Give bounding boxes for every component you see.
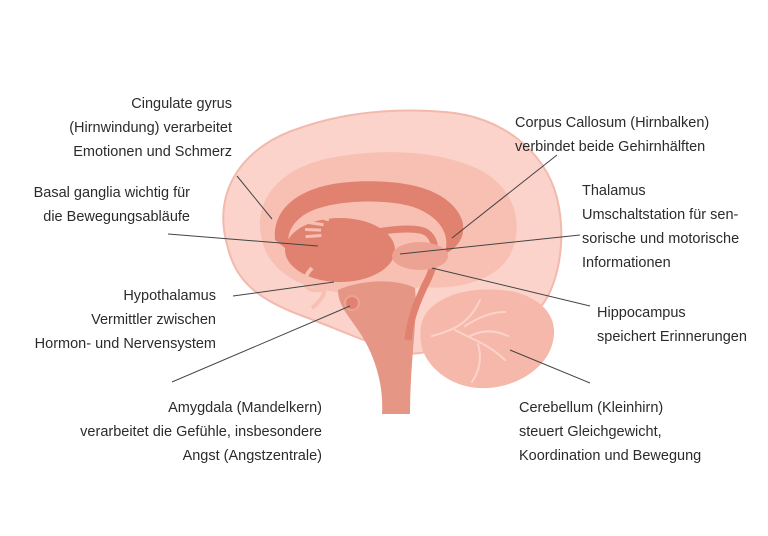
label-thalamus-line3: sorische und motorische: [582, 227, 762, 251]
label-hypothalamus-line1: Hypothalamus: [5, 284, 216, 308]
label-amygdala-line1: Amygdala (Mandelkern): [30, 396, 322, 420]
label-corpus-line2: verbindet beide Gehirnhälften: [515, 135, 755, 159]
cerebrum-inner-layer: [260, 152, 517, 294]
label-cerebellum-line2: steuert Gleichgewicht,: [519, 420, 759, 444]
label-thalamus-line1: Thalamus: [582, 179, 762, 203]
label-cingulate-line2: (Hirnwindung) verarbeitet: [20, 116, 232, 140]
label-thalamus-line2: Umschaltstation für sen-: [582, 203, 762, 227]
label-cingulate: Cingulate gyrus (Hirnwindung) verarbeite…: [20, 92, 232, 164]
label-hypothalamus-line3: Hormon- und Nervensystem: [5, 332, 216, 356]
label-cerebellum-line1: Cerebellum (Kleinhirn): [519, 396, 759, 420]
label-cerebellum: Cerebellum (Kleinhirn) steuert Gleichgew…: [519, 396, 759, 468]
cerebellum-shape: [420, 289, 554, 388]
label-amygdala-line2: verarbeitet die Gefühle, insbesondere: [30, 420, 322, 444]
label-amygdala-line3: Angst (Angstzentrale): [30, 444, 322, 468]
label-basal-line1: Basal ganglia wichtig für: [10, 181, 190, 205]
label-hippocampus: Hippocampus speichert Erinnerungen: [597, 301, 765, 349]
label-basal-line2: die Bewegungsabläufe: [10, 205, 190, 229]
label-thalamus: Thalamus Umschaltstation für sen- sorisc…: [582, 179, 762, 275]
label-cingulate-line1: Cingulate gyrus: [20, 92, 232, 116]
hippocampus-shape: [392, 242, 448, 270]
label-cerebellum-line3: Koordination und Bewegung: [519, 444, 759, 468]
callosum-stripe: [306, 236, 322, 237]
thalamus-shape: [285, 218, 395, 282]
label-amygdala: Amygdala (Mandelkern) verarbeitet die Ge…: [30, 396, 322, 468]
label-hippocampus-line2: speichert Erinnerungen: [597, 325, 765, 349]
label-hippocampus-line1: Hippocampus: [597, 301, 765, 325]
amygdala-dot: [345, 296, 359, 310]
callosum-stripe: [305, 229, 321, 230]
label-thalamus-line4: Informationen: [582, 251, 762, 275]
label-corpus-line1: Corpus Callosum (Hirnbalken): [515, 111, 755, 135]
label-cingulate-line3: Emotionen und Schmerz: [20, 140, 232, 164]
label-corpus-callosum: Corpus Callosum (Hirnbalken) verbindet b…: [515, 111, 755, 159]
label-basal-ganglia: Basal ganglia wichtig für die Bewegungsa…: [10, 181, 190, 229]
label-hypothalamus: Hypothalamus Vermittler zwischen Hormon-…: [5, 284, 216, 356]
label-hypothalamus-line2: Vermittler zwischen: [5, 308, 216, 332]
